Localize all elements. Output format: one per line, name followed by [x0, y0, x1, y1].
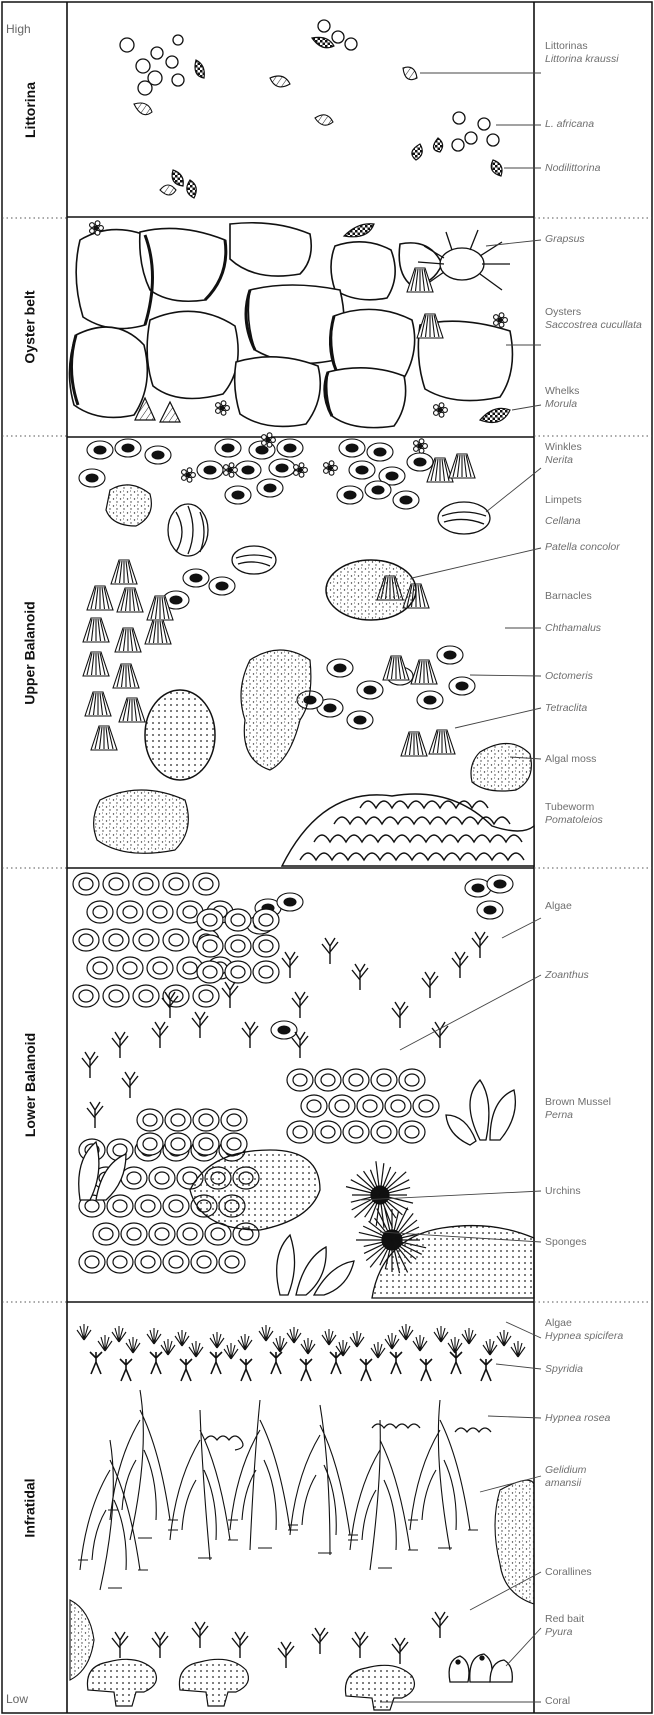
- gelidium-fronds: [78, 1390, 478, 1590]
- algae-branches: [82, 932, 488, 1668]
- pomatoleios-tubeworm: [282, 794, 534, 866]
- label-chthamalus: Chthamalus: [545, 622, 653, 635]
- level-high-label: High: [6, 22, 31, 36]
- label-patella-concolor: Patella concolor: [545, 541, 653, 554]
- label-zoanthus: Zoanthus: [545, 969, 653, 982]
- label-coral: Coral: [545, 1695, 653, 1708]
- hypnea-spicifera-tufts: [77, 1324, 525, 1381]
- label-spyridia: Spyridia: [545, 1363, 653, 1376]
- label-hypnea-rosea: Hypnea rosea: [545, 1412, 653, 1425]
- corals: [87, 1659, 414, 1710]
- label-algae-lower: Algae: [545, 900, 653, 913]
- level-low-label: Low: [6, 1692, 28, 1706]
- pyura-red-bait: [449, 1654, 512, 1682]
- label-gelidium: Gelidium amansii: [545, 1464, 653, 1490]
- label-sponges: Sponges: [545, 1236, 653, 1249]
- label-urchins: Urchins: [545, 1185, 653, 1198]
- label-algal-moss: Algal moss: [545, 753, 653, 766]
- label-octomeris: Octomeris: [545, 670, 653, 683]
- zone-label-lower-balanoid: Lower Balanoid: [0, 868, 60, 1302]
- label-corallines: Corallines: [545, 1566, 653, 1579]
- algal-moss: [94, 485, 532, 853]
- nerita-winkles: [168, 502, 490, 574]
- zone-label-upper-balanoid: Upper Balanoid: [0, 437, 60, 868]
- label-cellana: Cellana: [545, 515, 653, 528]
- label-barnacles: Barnacles: [545, 590, 653, 603]
- label-l-africana: L. africana: [545, 118, 653, 131]
- zone-label-infratidal: Infratidal: [0, 1302, 60, 1713]
- label-nodilittorina: Nodilittorina: [545, 162, 653, 175]
- label-limpets: Limpets: [545, 494, 653, 507]
- zone-label-oyster-belt: Oyster belt: [0, 217, 60, 437]
- label-tetraclita: Tetraclita: [545, 702, 653, 715]
- sponges: [190, 1150, 534, 1298]
- label-grapsus: Grapsus: [545, 233, 653, 246]
- coralline-algae: [70, 1480, 534, 1680]
- littorina-snails: [120, 20, 499, 151]
